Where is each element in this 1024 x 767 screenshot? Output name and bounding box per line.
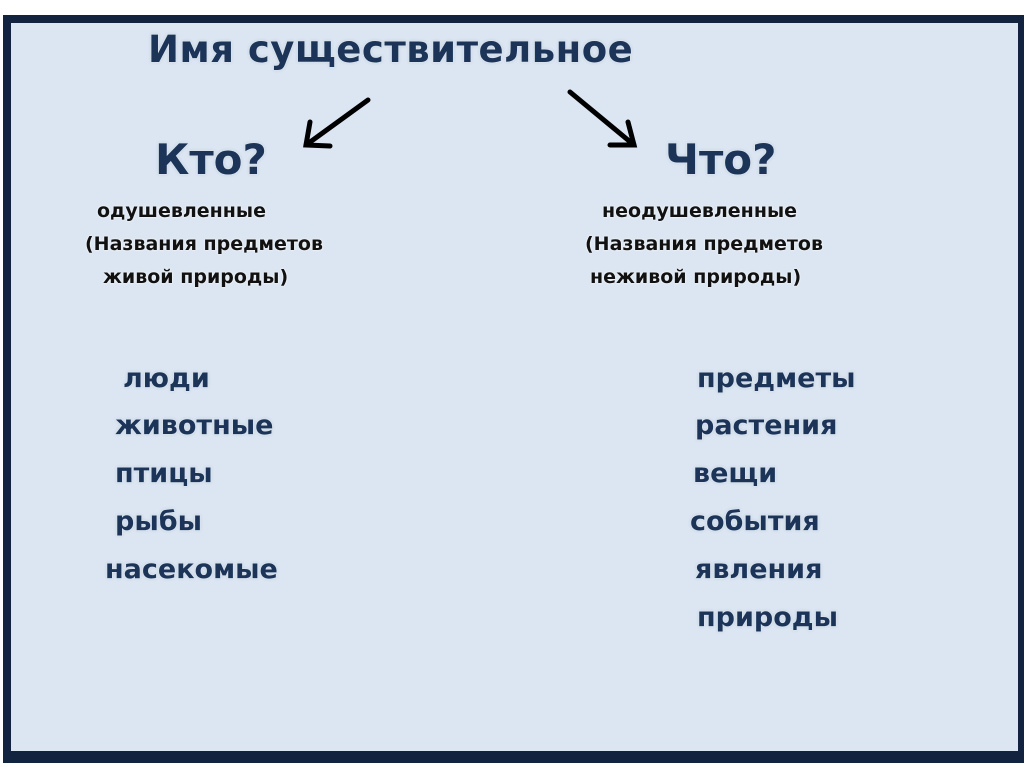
left-desc-1: (Названия предметов xyxy=(85,233,324,255)
list-item: животные xyxy=(115,410,274,441)
left-kind: одушевленные xyxy=(97,200,266,222)
right-kind: неодушевленные xyxy=(602,200,798,222)
list-item: птицы xyxy=(115,458,213,489)
list-item: явления xyxy=(695,554,823,585)
list-item: вещи xyxy=(693,458,778,489)
arrow-left-icon xyxy=(303,97,371,149)
slide-title: Имя существительное xyxy=(148,28,634,71)
list-item: растения xyxy=(695,410,838,441)
list-item: насекомые xyxy=(105,554,278,585)
right-desc-2: неживой природы) xyxy=(590,266,802,288)
slide-frame xyxy=(3,15,1024,763)
question-who: Кто? xyxy=(155,135,267,184)
left-desc-2: живой природы) xyxy=(103,266,289,288)
list-item: предметы xyxy=(697,363,856,394)
list-item: люди xyxy=(123,363,210,394)
list-item: события xyxy=(690,506,820,537)
list-item: природы xyxy=(697,602,838,633)
arrow-right-icon xyxy=(567,89,638,148)
right-desc-1: (Названия предметов xyxy=(585,233,824,255)
question-what: Что? xyxy=(665,135,777,184)
list-item: рыбы xyxy=(115,506,203,537)
